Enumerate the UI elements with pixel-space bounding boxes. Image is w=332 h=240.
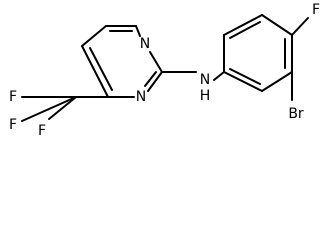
atom-amine-n-label: N <box>200 72 210 88</box>
aryl-bond-3 <box>261 14 293 36</box>
atom-cf3-f-bottom-label: F <box>38 123 46 138</box>
bond-cf3-f-bottom <box>48 96 77 120</box>
amine-linker <box>161 71 225 81</box>
bromofluorophenyl-ring <box>223 14 309 101</box>
bond-aryl-f <box>291 17 309 36</box>
aryl-bond-6-inner <box>229 68 261 85</box>
atom-n1-label: N <box>140 36 150 52</box>
aryl-bond-6 <box>223 71 263 92</box>
atom-amine-h-label: H <box>200 88 211 104</box>
atom-cf3-f-lower-left-label: F <box>9 117 17 133</box>
aryl-bond-2-inner <box>229 21 261 39</box>
atom-n3-label: N <box>136 89 146 105</box>
bond-nh-aryl <box>213 71 225 81</box>
bond-c2-n3 <box>147 71 163 92</box>
atom-fluoro-label: F <box>312 2 320 18</box>
bond-c4-ring-inner <box>89 47 113 91</box>
aryl-bond-2 <box>223 14 263 36</box>
bond-c4-ring <box>81 45 109 98</box>
bond-n1-c2 <box>149 51 163 73</box>
bond-c6-n1 <box>135 25 141 37</box>
aryl-bond-5 <box>261 71 293 92</box>
chemical-structure: N N N H F Br F F F <box>9 2 320 138</box>
atom-cf3-f-left-label: F <box>9 89 17 105</box>
atom-bromo-label: Br <box>288 106 304 122</box>
pyrimidine-ring <box>81 25 163 98</box>
bond-cf3-f-lower-left <box>21 96 77 122</box>
bond-c4-c5 <box>81 25 107 47</box>
trifluoromethyl-group <box>21 96 109 122</box>
bond-c2-n3-inner <box>144 71 157 87</box>
